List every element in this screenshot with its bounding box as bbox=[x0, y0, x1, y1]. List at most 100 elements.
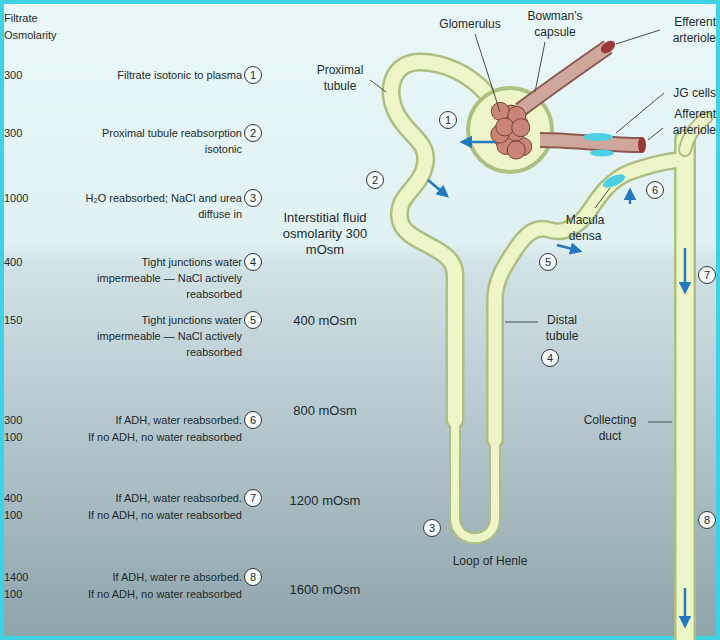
osmolarity-value: 300 bbox=[4, 412, 22, 428]
callout-number: 6 bbox=[244, 411, 262, 429]
callout-text: 8 bbox=[704, 515, 710, 526]
step-note: If no ADH, no water reabsorbed bbox=[88, 429, 242, 445]
osmolarity-label: 800 mOsm bbox=[293, 403, 357, 419]
callout-text: 2 bbox=[250, 128, 256, 139]
leader-line bbox=[648, 128, 663, 140]
capillary-loop bbox=[491, 102, 509, 120]
arterioles bbox=[520, 38, 646, 190]
callout-text: 6 bbox=[652, 185, 658, 196]
callout-text: 2 bbox=[372, 175, 378, 186]
jg-cells bbox=[590, 150, 614, 157]
callout-number: 3 bbox=[244, 189, 262, 207]
callout-text: 6 bbox=[250, 415, 256, 426]
flow-arrows bbox=[428, 142, 685, 626]
osmolarity-value: 400 bbox=[4, 490, 22, 506]
part-name: Proximal tubule bbox=[305, 62, 375, 94]
osmolarity-value: 300 bbox=[4, 67, 22, 83]
callout-text: 5 bbox=[250, 315, 256, 326]
osmolarity-value: 100 bbox=[4, 507, 22, 523]
osmolarity-label: 400 mOsm bbox=[293, 313, 357, 329]
callout-text: 7 bbox=[250, 493, 256, 504]
flow-arrow bbox=[462, 141, 496, 144]
part-name: Macula densa bbox=[560, 212, 610, 244]
tubule-lumen bbox=[495, 160, 685, 440]
callout-text: 4 bbox=[547, 353, 553, 364]
arteriole-end bbox=[638, 137, 646, 153]
step-note: Proximal tubule reabsorption isotonic bbox=[92, 125, 242, 157]
step-note: Tight junctions water impermeable — NaCl… bbox=[77, 254, 242, 302]
flow-arrow bbox=[428, 180, 447, 196]
leader-line bbox=[616, 30, 660, 44]
flow-arrow bbox=[557, 245, 580, 251]
column-heading: Filtrate bbox=[4, 10, 38, 26]
arteriole-wall bbox=[520, 47, 608, 110]
part-name: Afferent arteriole bbox=[656, 106, 716, 138]
leader-line bbox=[595, 188, 610, 208]
jg-cells bbox=[583, 133, 613, 141]
nephron-tubule bbox=[391, 62, 706, 640]
column-heading: Osmolarity bbox=[4, 27, 57, 43]
part-name: Collecting duct bbox=[580, 412, 640, 444]
callout-number: 8 bbox=[698, 511, 716, 529]
arteriole-end bbox=[599, 38, 618, 55]
macula-densa bbox=[601, 171, 627, 190]
callout-number: 6 bbox=[646, 181, 664, 199]
callout-number: 2 bbox=[366, 171, 384, 189]
osmolarity-label: 1200 mOsm bbox=[290, 493, 361, 509]
part-name: JG cells bbox=[673, 85, 716, 101]
leader-line bbox=[370, 80, 386, 92]
arteriole bbox=[540, 140, 642, 145]
callout-number: 5 bbox=[244, 311, 262, 329]
glomerulus-capillaries bbox=[491, 102, 532, 159]
callout-number: 4 bbox=[244, 253, 262, 271]
callout-number: 7 bbox=[698, 266, 716, 284]
callout-number: 8 bbox=[244, 568, 262, 586]
tubule-wall bbox=[674, 140, 696, 640]
callout-number: 4 bbox=[541, 349, 559, 367]
flow-arrow bbox=[684, 588, 687, 626]
callout-text: 3 bbox=[250, 193, 256, 204]
osmolarity-value: 300 bbox=[4, 125, 22, 141]
step-note: If no ADH, no water reabsorbed bbox=[88, 586, 242, 602]
arteriole-wall bbox=[540, 140, 642, 145]
callout-number: 5 bbox=[539, 253, 557, 271]
step-note: H₂O reabsorbed; NaCl and urea diffuse in bbox=[72, 190, 242, 222]
step-note: If ADH, water reabsorbed. bbox=[115, 490, 242, 506]
callout-text: 7 bbox=[704, 270, 710, 281]
part-name: Distal tubule bbox=[540, 312, 585, 344]
tubule-wall bbox=[495, 160, 685, 440]
callout-number: 3 bbox=[423, 519, 441, 537]
callout-text: 5 bbox=[545, 257, 551, 268]
osmolarity-value: 150 bbox=[4, 312, 22, 328]
part-name: Efferent arteriole bbox=[656, 14, 716, 46]
callout-text: 4 bbox=[250, 257, 256, 268]
osmolarity-label: 1600 mOsm bbox=[290, 582, 361, 598]
osmolarity-value: 1000 bbox=[4, 190, 28, 206]
tubule-lumen bbox=[677, 140, 694, 640]
callout-text: 8 bbox=[250, 572, 256, 583]
arteriole bbox=[520, 47, 608, 110]
flow-arrow bbox=[684, 248, 687, 292]
part-name: Glomerulus bbox=[439, 16, 500, 32]
step-note: Filtrate isotonic to plasma bbox=[62, 67, 242, 83]
callout-number: 2 bbox=[244, 124, 262, 142]
step-note: If ADH, water reabsorbed. bbox=[115, 412, 242, 428]
capillary-loop bbox=[496, 118, 514, 136]
capillary-loop bbox=[512, 119, 530, 137]
callout-text: 3 bbox=[429, 523, 435, 534]
osmolarity-value: 100 bbox=[4, 586, 22, 602]
step-note: If no ADH, no water reabsorbed bbox=[88, 507, 242, 523]
callout-text: 1 bbox=[250, 70, 256, 81]
leader-line bbox=[475, 34, 500, 112]
callout-number: 1 bbox=[439, 111, 457, 129]
callout-text: 1 bbox=[445, 115, 451, 126]
callout-number: 1 bbox=[244, 66, 262, 84]
osmolarity-label: Interstitial fluid osmolarity 300 mOsm bbox=[270, 210, 380, 258]
callout-number: 7 bbox=[244, 489, 262, 507]
leader-line bbox=[505, 322, 538, 323]
flow-arrow bbox=[629, 190, 632, 204]
part-name: Loop of Henle bbox=[453, 553, 528, 569]
